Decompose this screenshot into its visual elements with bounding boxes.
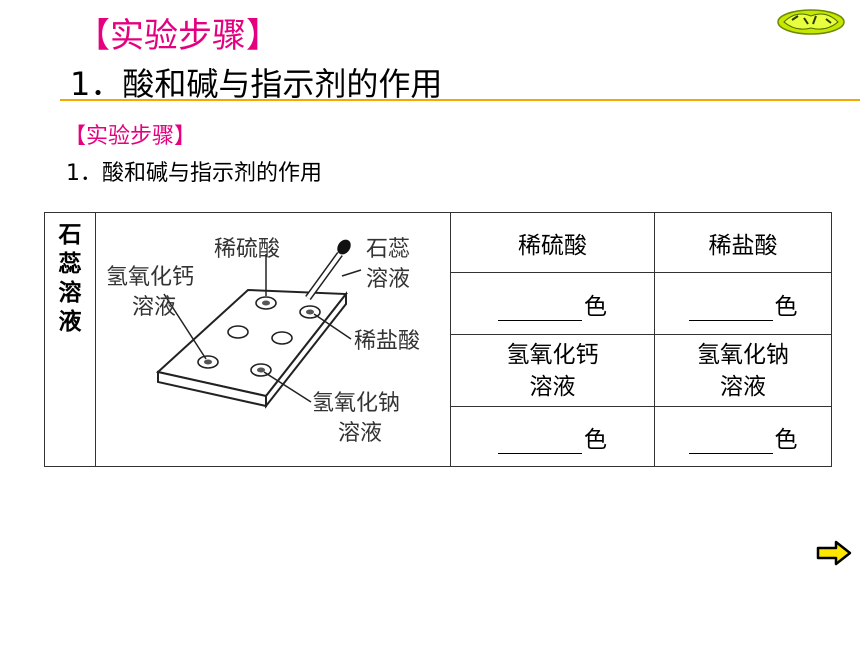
well	[227, 324, 249, 339]
header-sodium-hydroxide: 氢氧化钠 溶液	[654, 334, 832, 407]
color-suffix: 色	[774, 293, 798, 320]
label-sulfuric: 稀硫酸	[214, 237, 280, 262]
well	[271, 330, 293, 345]
row-label-char: 石	[58, 222, 82, 248]
well-dot	[306, 309, 314, 314]
row-label-litmus: 石 蕊 溶 液	[44, 212, 96, 467]
header-calcium-hydroxide: 氢氧化钙 溶液	[450, 334, 655, 407]
label-litmus-line2: 溶液	[366, 267, 410, 292]
brand-logo-icon	[777, 9, 845, 35]
answer-cell-hcl: 色	[654, 272, 832, 335]
label-hcl: 稀盐酸	[354, 329, 420, 354]
label-naoh-line1: 氢氧化钠	[312, 391, 400, 416]
experiment-table: 石 蕊 溶 液	[44, 212, 832, 467]
fill-in-blank[interactable]	[498, 429, 582, 454]
fill-in-blank[interactable]	[688, 296, 773, 321]
title-divider	[60, 99, 860, 101]
content-subtitle: 1．酸和碱与指示剂的作用	[66, 161, 322, 186]
header-hydrochloric-acid: 稀盐酸	[654, 212, 832, 273]
fill-in-blank[interactable]	[498, 296, 582, 321]
label-caoh-line1: 氢氧化钙	[106, 265, 194, 290]
well-dot	[204, 359, 212, 364]
row-label-char: 液	[58, 309, 82, 335]
answer-cell-sulfuric: 色	[450, 272, 655, 335]
color-suffix: 色	[584, 293, 607, 320]
header-line: 溶液	[720, 373, 766, 400]
dropper-bulb	[337, 239, 351, 254]
color-suffix: 色	[584, 426, 607, 453]
header-line: 溶液	[529, 373, 576, 400]
color-suffix: 色	[774, 426, 798, 453]
next-arrow-icon[interactable]	[816, 540, 852, 566]
header-line: 氢氧化钙	[506, 341, 599, 368]
well-dot	[257, 367, 265, 372]
answer-cell-caoh: 色	[450, 406, 655, 467]
label-litmus-line1: 石蕊	[366, 237, 410, 262]
row-label-char: 溶	[58, 280, 82, 306]
content-section-title: 【实验步骤】	[64, 124, 197, 149]
page-title: 1．酸和碱与指示剂的作用	[70, 65, 443, 103]
page-section-title: 【实验步骤】	[76, 16, 280, 56]
spot-plate-illustration: 稀硫酸 石蕊 溶液 氢氧化钙 溶液 稀盐酸 氢氧化钠 溶液	[106, 237, 420, 446]
header-sulfuric-acid: 稀硫酸	[450, 212, 655, 273]
row-label-char: 蕊	[58, 251, 82, 277]
well-dot	[262, 300, 270, 305]
header-line: 氢氧化钠	[697, 341, 789, 368]
fill-in-blank[interactable]	[688, 429, 773, 454]
spot-plate-figure: 稀硫酸 石蕊 溶液 氢氧化钙 溶液 稀盐酸 氢氧化钠 溶液	[95, 212, 451, 467]
label-caoh-line2: 溶液	[132, 295, 176, 320]
label-naoh-line2: 溶液	[338, 421, 382, 446]
answer-cell-naoh: 色	[654, 406, 832, 467]
